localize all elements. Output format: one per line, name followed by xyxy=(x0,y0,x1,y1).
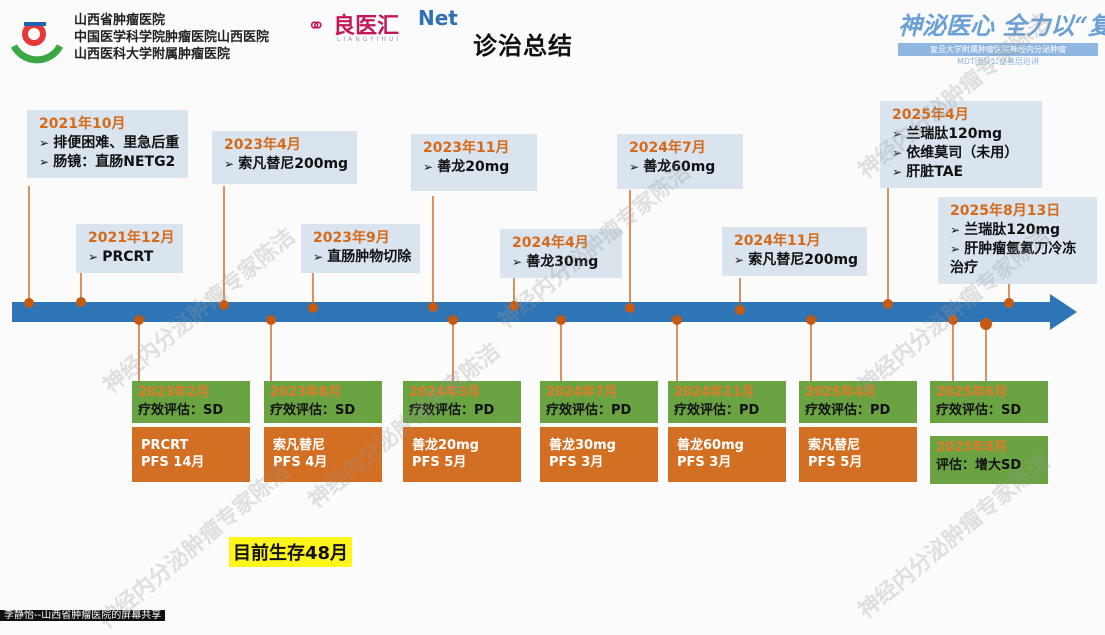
event-2025-4: 2025年4月 兰瑞肽120mg 依维莫司（未用） 肝脏TAE xyxy=(880,101,1043,188)
event-date: 2024年7月 xyxy=(629,140,706,156)
slogan-sub-1: 复旦大学附属肿瘤医院神经内分泌肿瘤 xyxy=(898,43,1098,56)
event-line: 索凡替尼200mg xyxy=(224,155,348,174)
brand-liangyihui: ⚭ 良医汇 LIANGYIHUI xyxy=(307,14,402,43)
event-line: 依维莫司（未用） xyxy=(892,144,1018,163)
assessment-2025-8: 2025年8月 评估：增大SD xyxy=(930,436,1048,484)
eval-box: 2025年4月 疗效评估：PD xyxy=(799,381,917,423)
event-line: PRCRT xyxy=(88,248,174,267)
event-2024-7: 2024年7月 善龙60mg xyxy=(617,134,744,189)
eval-box: 2023年8月 疗效评估：SD xyxy=(264,381,382,423)
event-line: 善龙30mg xyxy=(512,253,598,272)
event-line: 兰瑞肽120mg xyxy=(892,125,1018,144)
event-line: 善龙60mg xyxy=(629,158,715,177)
pfs-box: 善龙60mg PFS 3月 xyxy=(668,427,786,482)
event-date: 2021年10月 xyxy=(39,116,126,132)
hospital-logo-icon xyxy=(10,22,64,64)
eval-box: 2024年3月 疗效评估：PD xyxy=(403,381,521,423)
event-2025-8-13: 2025年8月13日 兰瑞肽120mg 肝肿瘤氩氦刀冷冻治疗 xyxy=(938,197,1097,284)
hospital-name-2: 中国医学科学院肿瘤医院山西医院 xyxy=(74,30,270,45)
assessment-2024-7: 2024年7月 疗效评估：PD 善龙30mg PFS 3月 xyxy=(540,381,658,482)
pfs-box: PRCRT PFS 14月 xyxy=(132,427,250,482)
event-line: 索凡替尼200mg xyxy=(734,251,858,270)
assessment-2024-11: 2024年11月 疗效评估：PD 善龙60mg PFS 3月 xyxy=(668,381,786,482)
pfs-box: 善龙20mg PFS 5月 xyxy=(403,427,521,482)
assessment-2025-6: 2025年6月 疗效评估：SD xyxy=(930,381,1048,423)
timeline-arrow xyxy=(12,294,1077,330)
event-2023-11: 2023年11月 善龙20mg xyxy=(411,134,538,191)
eval-box: 2023年2月 疗效评估：SD xyxy=(132,381,250,423)
event-date: 2023年9月 xyxy=(313,230,390,246)
slogan-sub-2: MDT团队公益基层巡讲 xyxy=(957,57,1039,66)
hospital-names: 山西省肿瘤医院 中国医学科学院肿瘤医院山西医院 山西医科大学附属肿瘤医院 xyxy=(74,12,269,63)
event-date: 2024年4月 xyxy=(512,235,589,251)
page-title: 诊治总结 xyxy=(473,32,573,60)
event-2021-10: 2021年10月 排便困难、里急后重 肠镜：直肠NETG2 xyxy=(27,110,189,178)
eval-box: 2025年8月 评估：增大SD xyxy=(930,436,1048,484)
pfs-box: 善龙30mg PFS 3月 xyxy=(540,427,658,482)
event-2021-12: 2021年12月 PRCRT xyxy=(76,224,184,273)
event-line: 直肠肿物切除 xyxy=(313,248,411,267)
event-date: 2021年12月 xyxy=(88,230,175,246)
ribbon-icon: ⚭ xyxy=(307,14,326,39)
event-line: 善龙20mg xyxy=(423,158,509,177)
top-connectors xyxy=(28,186,1010,382)
hospital-name-1: 山西省肿瘤医院 xyxy=(74,13,166,28)
hospital-name-3: 山西医科大学附属肿瘤医院 xyxy=(74,47,231,62)
event-line: 肝脏TAE xyxy=(892,163,1018,182)
event-date: 2023年4月 xyxy=(224,137,301,153)
pfs-box: 索凡替尼 PFS 5月 xyxy=(799,427,917,482)
brand-net: Net xyxy=(418,6,458,30)
event-2024-4: 2024年4月 善龙30mg xyxy=(500,229,623,278)
eval-box: 2025年6月 疗效评估：SD xyxy=(930,381,1048,423)
slogan-logo: 神泌医心 全力以“复” 复旦大学附属肿瘤医院神经内分泌肿瘤 MDT团队公益基层巡… xyxy=(898,6,1105,67)
eval-box: 2024年7月 疗效评估：PD xyxy=(540,381,658,423)
event-2024-11: 2024年11月 索凡替尼200mg xyxy=(722,227,868,276)
event-line: 肝肿瘤氩氦刀冷冻治疗 xyxy=(950,240,1088,278)
event-2023-4: 2023年4月 索凡替尼200mg xyxy=(212,131,358,184)
assessment-2024-3: 2024年3月 疗效评估：PD 善龙20mg PFS 5月 xyxy=(403,381,521,482)
survival-label: 目前生存48月 xyxy=(229,537,353,567)
pfs-box: 索凡替尼 PFS 4月 xyxy=(264,427,382,482)
timeline xyxy=(12,186,1077,382)
timeline-dots xyxy=(24,297,1014,330)
assessment-2023-2: 2023年2月 疗效评估：SD PRCRT PFS 14月 xyxy=(132,381,250,482)
screen-share-banner: 李静怡--山西省肿瘤医院的屏幕共享 xyxy=(0,610,166,621)
event-2023-9: 2023年9月 直肠肿物切除 xyxy=(301,224,421,273)
event-date: 2025年4月 xyxy=(892,107,969,123)
slogan-text: 神泌医心 全力以“复” xyxy=(898,11,1105,40)
event-date: 2025年8月13日 xyxy=(950,203,1061,219)
eval-box: 2024年11月 疗效评估：PD xyxy=(668,381,786,423)
event-date: 2024年11月 xyxy=(734,233,821,249)
event-line: 排便困难、里急后重 xyxy=(39,134,179,153)
assessment-2025-4: 2025年4月 疗效评估：PD 索凡替尼 PFS 5月 xyxy=(799,381,917,482)
event-date: 2023年11月 xyxy=(423,140,510,156)
event-line: 肠镜：直肠NETG2 xyxy=(39,153,179,172)
assessment-2023-8: 2023年8月 疗效评估：SD 索凡替尼 PFS 4月 xyxy=(264,381,382,482)
event-line: 兰瑞肽120mg xyxy=(950,221,1088,240)
